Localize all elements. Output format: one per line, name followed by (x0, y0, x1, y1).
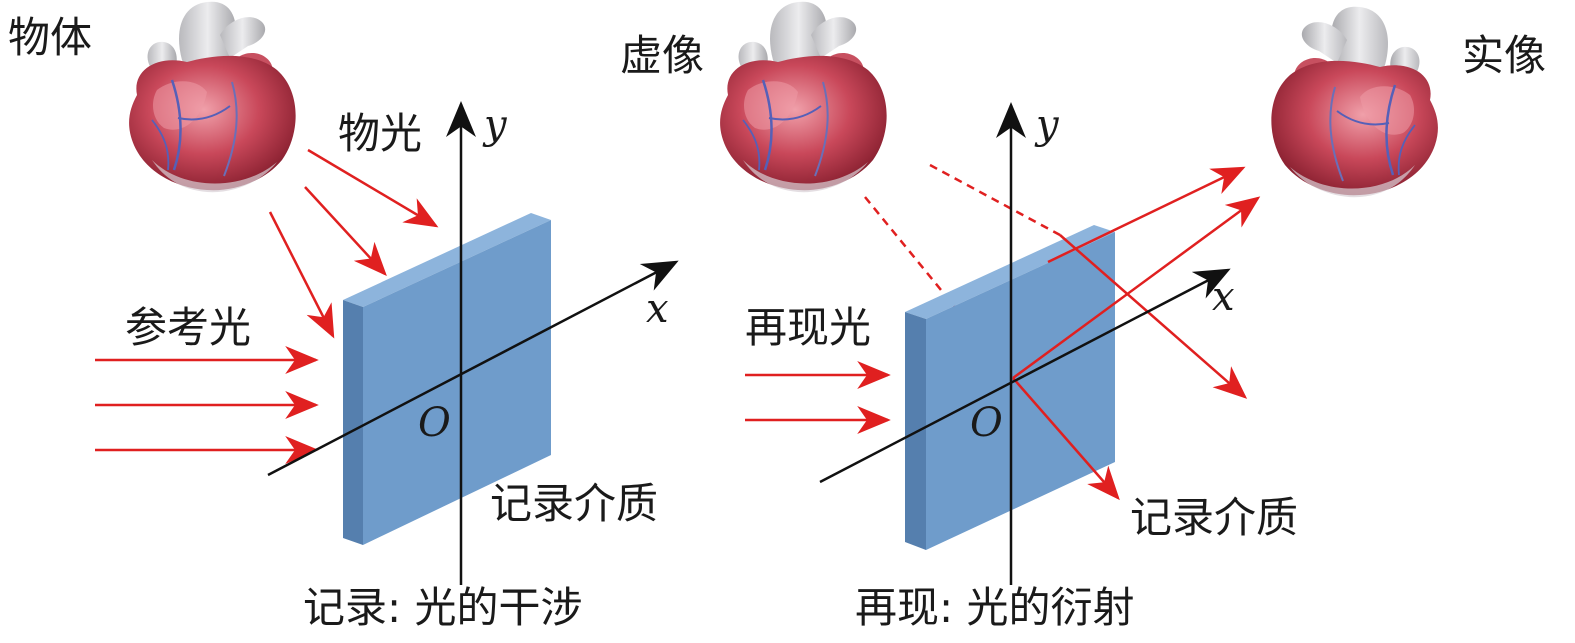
recording-caption: 记录: 光的干涉 (303, 583, 583, 632)
real-image-heart-icon (1270, 5, 1440, 199)
real-image-label: 实像 (1462, 31, 1546, 80)
reconstruction-light-label: 再现光 (745, 303, 871, 352)
diffracted-rays (1012, 166, 1261, 501)
virtual-ray (929, 163, 1061, 237)
diffracted-ray (1012, 196, 1261, 380)
origin-label: O (970, 400, 1003, 446)
x-axis-label: x (1212, 274, 1235, 320)
virtual-ray (864, 196, 1014, 379)
object-light-ray (304, 186, 387, 277)
x-axis (267, 260, 679, 477)
object-label: 物体 (8, 13, 92, 62)
virtual-image-heart-icon (718, 0, 888, 194)
diffracted-ray (1059, 234, 1248, 399)
reconstruction-plate (905, 225, 1115, 550)
recording-plate (343, 213, 551, 545)
object-light-label: 物光 (338, 109, 422, 158)
right-panel: 虚像 实像 y x 再现光 O 记录介质 再现: 光的衍射 (620, 0, 1546, 632)
diffracted-ray (1047, 166, 1246, 264)
reconstruction-light-rays (745, 361, 891, 434)
object-light-ray (307, 148, 439, 228)
x-axis (819, 268, 1231, 484)
reconstruction-caption: 再现: 光的衍射 (855, 583, 1135, 632)
reconstruction-medium-label: 记录介质 (1130, 493, 1298, 542)
reference-light-label: 参考光 (125, 303, 251, 352)
diffracted-ray (1012, 377, 1120, 501)
object-light-rays (268, 148, 439, 339)
left-panel: 物体 物光 y x 参考光 O 记录介质 记录: 光的干涉 (8, 0, 679, 632)
object-light-ray (268, 211, 335, 339)
recording-medium-label: 记录介质 (490, 479, 658, 528)
x-axis-label: x (646, 286, 669, 332)
reference-light-rays (95, 346, 319, 464)
y-axis-label: y (482, 102, 508, 148)
virtual-image-rays (864, 163, 1061, 379)
y-axis-label: y (1034, 102, 1060, 148)
origin-label: O (418, 400, 451, 446)
object-heart-icon (127, 0, 297, 194)
virtual-image-label: 虚像 (620, 31, 704, 80)
